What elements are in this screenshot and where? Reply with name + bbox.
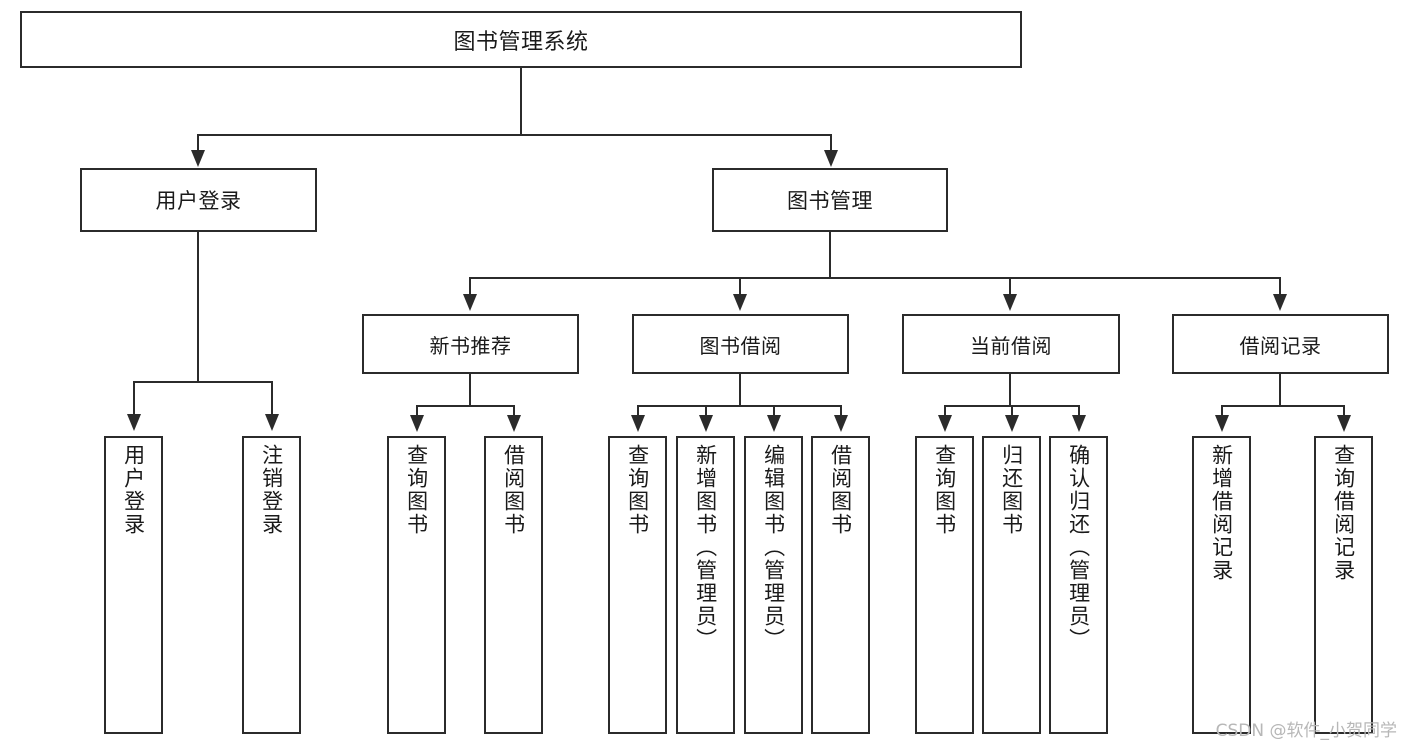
connector-root-drop-left (197, 134, 199, 152)
connector-l3-drop-4 (1279, 277, 1281, 296)
node-label: 用户登录 (155, 189, 242, 213)
node-label: 新增图书（管理员） (693, 444, 718, 651)
node-leaf-add-borrow-record[interactable]: 新增借阅记录 (1192, 436, 1251, 734)
connector-user-login-drop-right (271, 381, 273, 416)
node-label: 当前借阅 (970, 333, 1052, 358)
connector-bookbor-bus (637, 405, 842, 407)
node-label: 查询图书 (932, 444, 957, 536)
connector-borrec-drop-2 (1343, 405, 1345, 417)
arrow-to-current-borrow (1003, 294, 1017, 311)
node-borrow-record[interactable]: 借阅记录 (1172, 314, 1389, 374)
connector-user-login-bus (133, 381, 273, 383)
node-root-system[interactable]: 图书管理系统 (20, 11, 1022, 68)
arrow-to-leaf-logout-login (265, 414, 279, 431)
node-label: 新增借阅记录 (1209, 444, 1234, 582)
arrow-to-leaf-edit-book (767, 415, 781, 432)
arrow-to-leaf-user-login (127, 414, 141, 431)
node-label: 图书借阅 (699, 333, 782, 358)
connector-newrec-drop-1 (416, 405, 418, 417)
node-new-book-recommend[interactable]: 新书推荐 (362, 314, 579, 374)
arrow-to-leaf-add-book (699, 415, 713, 432)
connector-newrec-stem (469, 374, 471, 406)
connector-bookbor-drop-3 (773, 405, 775, 417)
node-label: 用户登录 (121, 444, 146, 536)
node-label: 查询图书 (404, 444, 429, 536)
connector-borrec-bus (1221, 405, 1345, 407)
arrow-to-borrow-record (1273, 294, 1287, 311)
node-book-manage[interactable]: 图书管理 (712, 168, 948, 232)
connector-bookbor-drop-4 (840, 405, 842, 417)
node-leaf-edit-book[interactable]: 编辑图书（管理员） (744, 436, 803, 734)
node-leaf-borrow-book-1[interactable]: 借阅图书 (484, 436, 543, 734)
node-leaf-query-book-2[interactable]: 查询图书 (608, 436, 667, 734)
node-label: 注销登录 (259, 444, 284, 536)
arrow-to-leaf-query-book-3 (938, 415, 952, 432)
node-leaf-query-book-3[interactable]: 查询图书 (915, 436, 974, 734)
connector-l3-drop-1 (469, 277, 471, 296)
arrow-to-leaf-confirm-return (1072, 415, 1086, 432)
node-leaf-user-login[interactable]: 用户登录 (104, 436, 163, 734)
connector-curbor-stem (1009, 374, 1011, 406)
node-label: 归还图书 (999, 444, 1024, 536)
node-user-login[interactable]: 用户登录 (80, 168, 317, 232)
arrow-to-new-book-recommend (463, 294, 477, 311)
node-label: 图书管理 (787, 189, 873, 213)
node-label: 查询图书 (625, 444, 650, 536)
node-book-borrow[interactable]: 图书借阅 (632, 314, 849, 374)
arrow-to-leaf-query-book-2 (631, 415, 645, 432)
connector-l3-drop-3 (1009, 277, 1011, 296)
connector-book-manage-stem (829, 232, 831, 278)
connector-bookbor-drop-2 (705, 405, 707, 417)
node-label: 图书管理系统 (453, 29, 589, 55)
arrow-to-book-borrow (733, 294, 747, 311)
connector-bookbor-drop-1 (637, 405, 639, 417)
node-leaf-return-book[interactable]: 归还图书 (982, 436, 1041, 734)
arrow-to-leaf-add-borrow-record (1215, 415, 1229, 432)
node-label: 借阅记录 (1239, 333, 1322, 358)
node-label: 确认归还（管理员） (1066, 444, 1091, 651)
arrow-to-leaf-borrow-book-1 (507, 415, 521, 432)
connector-root-bus (197, 134, 832, 136)
node-leaf-confirm-return[interactable]: 确认归还（管理员） (1049, 436, 1108, 734)
connector-curbor-drop-2 (1011, 405, 1013, 417)
node-label: 借阅图书 (501, 444, 526, 536)
connector-curbor-drop-1 (944, 405, 946, 417)
node-leaf-borrow-book-2[interactable]: 借阅图书 (811, 436, 870, 734)
arrow-to-leaf-borrow-book-2 (834, 415, 848, 432)
connector-bookbor-stem (739, 374, 741, 406)
arrow-to-leaf-query-borrow-record (1337, 415, 1351, 432)
arrow-to-leaf-return-book (1005, 415, 1019, 432)
connector-newrec-bus (416, 405, 515, 407)
connector-curbor-drop-3 (1078, 405, 1080, 417)
node-label: 查询借阅记录 (1331, 444, 1356, 582)
arrow-to-user-login (191, 150, 205, 167)
node-leaf-query-book-1[interactable]: 查询图书 (387, 436, 446, 734)
node-label: 借阅图书 (828, 444, 853, 536)
connector-borrec-drop-1 (1221, 405, 1223, 417)
connector-newrec-drop-2 (513, 405, 515, 417)
node-label: 新书推荐 (429, 333, 512, 358)
node-leaf-add-book[interactable]: 新增图书（管理员） (676, 436, 735, 734)
node-label: 编辑图书（管理员） (761, 444, 786, 651)
arrow-to-book-manage (824, 150, 838, 167)
arrow-to-leaf-query-book-1 (410, 415, 424, 432)
node-current-borrow[interactable]: 当前借阅 (902, 314, 1120, 374)
connector-user-login-stem (197, 232, 199, 382)
node-leaf-query-borrow-record[interactable]: 查询借阅记录 (1314, 436, 1373, 734)
connector-l3-drop-2 (739, 277, 741, 296)
connector-borrec-stem (1279, 374, 1281, 406)
connector-user-login-drop-left (133, 381, 135, 416)
connector-root-stem (520, 68, 522, 135)
connector-root-drop-right (830, 134, 832, 152)
node-leaf-logout-login[interactable]: 注销登录 (242, 436, 301, 734)
connector-book-manage-bus (469, 277, 1281, 279)
